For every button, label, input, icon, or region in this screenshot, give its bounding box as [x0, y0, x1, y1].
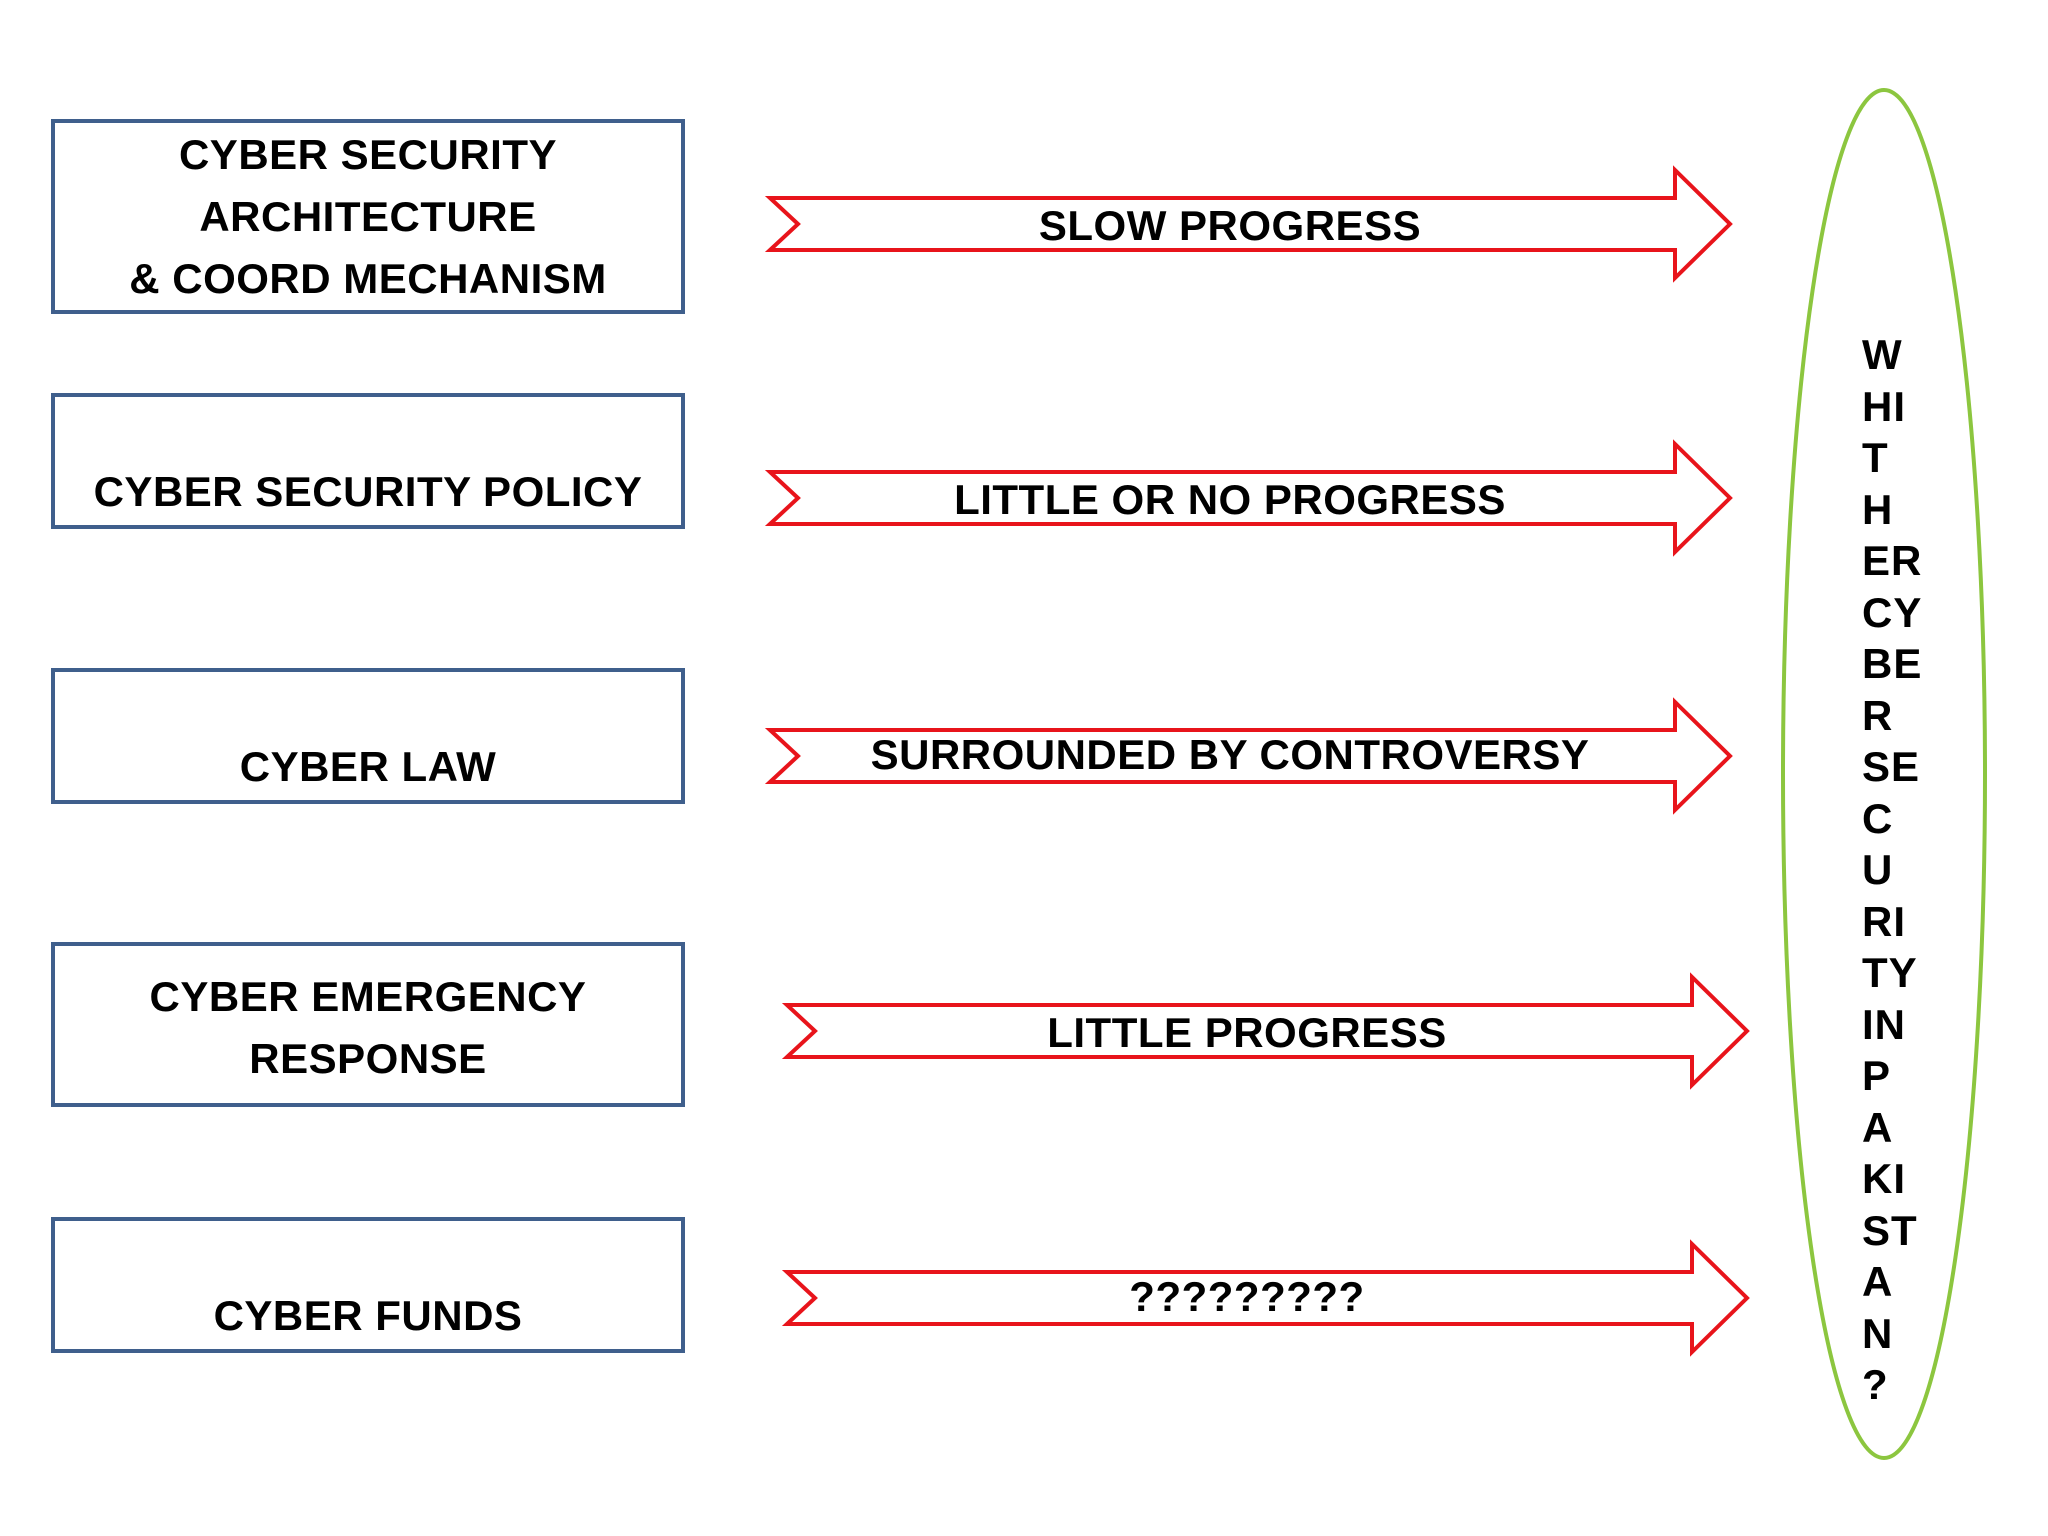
box-text-line: CYBER EMERGENCY	[149, 972, 587, 1020]
vertical-question-line: C	[1862, 794, 1894, 842]
arrow-surrounded-by-controversy: SURROUNDED BY CONTROVERSY	[764, 697, 1770, 818]
box-cyber-security-policy: CYBER SECURITY POLICY	[51, 393, 685, 529]
box-text-line: CYBER SECURITY	[178, 130, 558, 178]
vertical-question-line: H	[1862, 485, 1894, 533]
right-arrow-icon	[764, 697, 1733, 815]
right-arrow-icon	[781, 972, 1750, 1090]
box-text-line: RESPONSE	[249, 1034, 487, 1082]
vertical-question-line: A	[1862, 1103, 1894, 1151]
box-cyber-security-architecture: CYBER SECURITY ARCHITECTURE & COORD MECH…	[51, 119, 685, 314]
arrow-little-or-no-progress: LITTLE OR NO PROGRESS	[764, 439, 1770, 560]
box-text-line: CYBER SECURITY POLICY	[93, 468, 643, 515]
vertical-question-line: T	[1862, 434, 1889, 481]
vertical-question-line: IN	[1862, 1000, 1906, 1048]
right-arrow-icon	[781, 1239, 1750, 1357]
vertical-question-line: ST	[1862, 1206, 1918, 1254]
box-text-line: & COORD MECHANISM	[129, 254, 607, 302]
vertical-question-line: W	[1862, 331, 1903, 378]
vertical-question-line: RI	[1862, 897, 1906, 945]
vertical-question-line: SE	[1862, 743, 1921, 790]
vertical-question-line: CY	[1862, 588, 1923, 636]
box-text-line: CYBER LAW	[239, 743, 497, 790]
arrow-label: LITTLE PROGRESS	[1047, 1009, 1447, 1056]
vertical-question-line: HI	[1862, 382, 1906, 430]
box-text-line: ARCHITECTURE	[199, 192, 537, 240]
vertical-question-line: R	[1862, 691, 1894, 739]
vertical-question-line: A	[1862, 1258, 1894, 1305]
vertical-question-line: N	[1862, 1309, 1894, 1357]
box-cyber-funds: CYBER FUNDS	[51, 1217, 685, 1353]
arrow-label: LITTLE OR NO PROGRESS	[954, 476, 1506, 523]
ellipse-outline	[1781, 88, 1987, 1460]
vertical-question-line: ?	[1862, 1361, 1889, 1408]
vertical-question-line: U	[1862, 846, 1894, 893]
box-text-line: CYBER FUNDS	[213, 1292, 523, 1339]
vertical-question-line: BE	[1862, 640, 1923, 687]
vertical-question-line: ER	[1862, 537, 1923, 584]
arrow-label: ?????????	[1129, 1273, 1365, 1320]
box-cyber-law: CYBER LAW	[51, 668, 685, 804]
arrow-little-progress: LITTLE PROGRESS	[781, 972, 1787, 1093]
vertical-question-line: P	[1862, 1052, 1892, 1099]
right-arrow-icon	[764, 165, 1733, 283]
vertical-question-line: TY	[1862, 949, 1918, 996]
arrow-label: SURROUNDED BY CONTROVERSY	[870, 731, 1590, 778]
arrow-label: SLOW PROGRESS	[1038, 202, 1422, 249]
box-cyber-emergency-response: CYBER EMERGENCY RESPONSE	[51, 942, 685, 1107]
arrow-slow-progress: SLOW PROGRESS	[764, 165, 1770, 286]
right-arrow-icon	[764, 439, 1733, 557]
vertical-question-line: KI	[1862, 1155, 1906, 1202]
arrow-question-marks: ?????????	[781, 1239, 1787, 1360]
